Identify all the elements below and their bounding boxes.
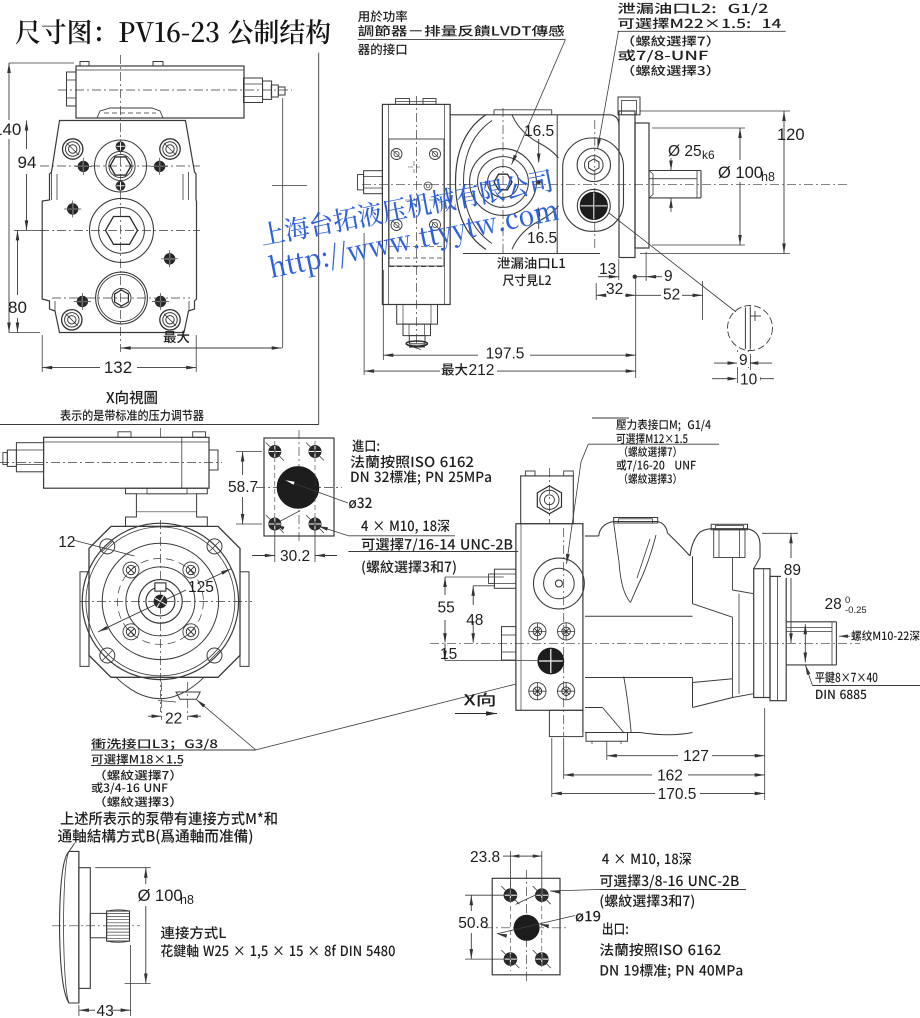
svg-text:162: 162 [657, 768, 683, 785]
svg-text:55: 55 [438, 600, 455, 617]
svg-text:32: 32 [606, 281, 623, 298]
svg-text:132: 132 [104, 358, 132, 377]
svg-text:Ø 100: Ø 100 [138, 887, 183, 905]
svg-text:13: 13 [599, 261, 616, 278]
svg-text:125: 125 [188, 579, 214, 596]
svg-text:0: 0 [845, 595, 850, 606]
svg-text:h8: h8 [180, 893, 194, 907]
svg-text:80: 80 [8, 298, 27, 317]
svg-text:30.2: 30.2 [280, 548, 310, 565]
svg-text:Ø 25: Ø 25 [668, 143, 702, 160]
svg-text:16.5: 16.5 [527, 230, 557, 247]
svg-text:Ø 100: Ø 100 [718, 164, 763, 182]
svg-text:89: 89 [784, 562, 801, 579]
svg-text:212: 212 [469, 362, 495, 379]
svg-text:9: 9 [664, 268, 673, 285]
svg-text:23.8: 23.8 [470, 849, 500, 866]
svg-text:52: 52 [663, 287, 680, 304]
svg-text:-0.25: -0.25 [845, 605, 867, 616]
svg-text:k6: k6 [702, 148, 715, 162]
svg-text:15: 15 [440, 646, 457, 663]
svg-text:9: 9 [739, 352, 748, 369]
svg-text:58.7: 58.7 [228, 479, 258, 496]
svg-text:12: 12 [58, 534, 75, 551]
svg-text:120: 120 [777, 126, 805, 144]
svg-text:h8: h8 [761, 170, 775, 184]
svg-text:10: 10 [740, 372, 758, 389]
svg-text:170.5: 170.5 [658, 786, 697, 803]
svg-text:94: 94 [18, 153, 37, 172]
svg-text:50.8: 50.8 [458, 915, 488, 932]
svg-text:43: 43 [97, 1003, 114, 1018]
svg-text:140: 140 [0, 120, 21, 139]
svg-text:16.5: 16.5 [524, 123, 554, 140]
svg-text:22: 22 [165, 711, 182, 728]
svg-text:127: 127 [683, 748, 709, 765]
svg-text:48: 48 [466, 612, 483, 629]
svg-text:197.5: 197.5 [486, 346, 525, 363]
svg-text:28: 28 [825, 596, 842, 613]
